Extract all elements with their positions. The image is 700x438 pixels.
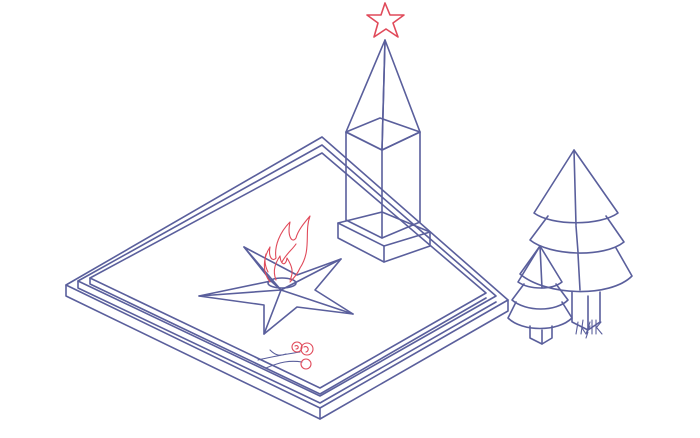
obelisk-base-top bbox=[337, 211, 431, 247]
tree-icon bbox=[519, 149, 633, 331]
flower-stem-1 bbox=[257, 351, 301, 361]
obelisk-shaft bbox=[345, 131, 421, 239]
flower-icon bbox=[300, 358, 312, 370]
tree-large-ridge-1 bbox=[573, 149, 577, 226]
tree-small-tier-2 bbox=[511, 283, 569, 310]
star-icon bbox=[366, 2, 405, 38]
flower-icon bbox=[300, 342, 314, 356]
tree-large-ridge-3 bbox=[577, 253, 581, 291]
flower-icon bbox=[291, 341, 303, 353]
platform-slab-bottom bbox=[65, 136, 509, 409]
tree-large-ridge-2 bbox=[575, 225, 579, 253]
flame-burner bbox=[267, 277, 297, 289]
memorial-platform bbox=[65, 136, 509, 420]
tree-large-tier-3 bbox=[519, 245, 633, 293]
flame-star-facet-5 bbox=[280, 258, 342, 291]
obelisk-spire-right bbox=[381, 39, 421, 151]
flame-star-facet-2 bbox=[198, 289, 282, 297]
artist-signature bbox=[581, 319, 603, 339]
obelisk-spire-left bbox=[345, 39, 386, 151]
obelisk bbox=[337, 39, 431, 263]
flowers bbox=[257, 341, 314, 370]
platform-slab-middle bbox=[77, 144, 497, 397]
platform-slab-top bbox=[89, 152, 487, 389]
tree-small-ridge-1 bbox=[539, 245, 543, 289]
flower-stem-2 bbox=[265, 360, 303, 369]
platform-slab-top-edge bbox=[89, 277, 487, 395]
tree-small-tier-1 bbox=[517, 245, 563, 289]
flame-star-facet-4 bbox=[280, 289, 354, 315]
tree-icon bbox=[507, 245, 573, 345]
tree-large-tier-2 bbox=[529, 215, 625, 254]
flame-star-facet-3 bbox=[263, 289, 282, 335]
flower-leaf bbox=[269, 349, 287, 356]
platform-slab-middle-edge bbox=[77, 280, 497, 404]
flame-icon bbox=[263, 215, 311, 283]
flame-star-monument bbox=[198, 246, 354, 335]
flame-star-outline bbox=[198, 246, 354, 335]
tree-small-tier-3 bbox=[507, 301, 573, 330]
